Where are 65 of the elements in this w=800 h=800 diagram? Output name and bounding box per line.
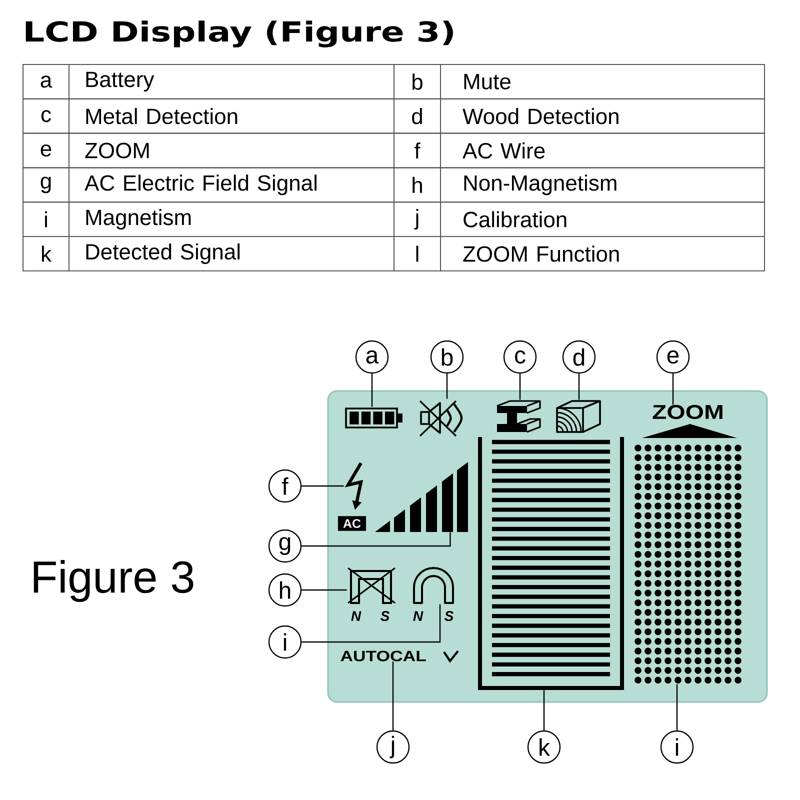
table-cell: f xyxy=(394,132,441,168)
table-cell: AC Electric Field Signal xyxy=(68,167,394,203)
battery-icon xyxy=(345,408,402,428)
callout-letter: j xyxy=(376,730,410,764)
table-cell: ZOOM xyxy=(68,132,394,168)
callout-letter: g xyxy=(268,529,302,563)
leader-line xyxy=(676,684,678,730)
table-cell: Metal Detection xyxy=(68,98,394,134)
indicator-text: AUTOCAL xyxy=(340,650,426,662)
callout-letter: a xyxy=(355,340,389,374)
table-cell: Mute xyxy=(440,64,765,100)
title: LCD Display (Figure 3) xyxy=(26,20,453,48)
table-cell: Detected Signal xyxy=(68,236,394,272)
table-cell: Magnetism xyxy=(68,202,394,237)
leader-line xyxy=(392,662,394,730)
signal-bars-icon xyxy=(375,462,468,532)
leader-line xyxy=(371,374,373,407)
indicator-badge: AC xyxy=(338,516,366,531)
callout-letter: c xyxy=(503,340,537,374)
magnet-icon xyxy=(413,567,454,604)
leader-line xyxy=(302,604,441,643)
table-cell: Calibration xyxy=(440,202,765,237)
table-cell: Non-Magnetism xyxy=(440,167,765,203)
table-cell: c xyxy=(22,98,70,134)
figure-label: Figure 3 xyxy=(34,560,194,602)
table-cell: d xyxy=(394,98,441,134)
table-cell: b xyxy=(394,64,441,100)
table-cell: AC Wire xyxy=(440,132,765,168)
table-cell: i xyxy=(22,202,70,237)
leader-line xyxy=(672,374,674,405)
table-cell: h xyxy=(394,167,441,203)
callout-letter: d xyxy=(562,340,596,374)
table-cell: k xyxy=(22,236,70,272)
pole-letter: N xyxy=(413,611,424,621)
callout-letter: k xyxy=(527,730,561,764)
table-cell: a xyxy=(22,64,70,100)
callout-letter: h xyxy=(268,573,302,607)
crossed-magnet-icon xyxy=(347,567,396,604)
leader-line xyxy=(446,374,448,399)
bar-graph-display xyxy=(478,437,624,690)
pole-letter: N xyxy=(351,611,362,621)
leader-line xyxy=(302,485,344,487)
table-cell: e xyxy=(22,132,70,168)
wood-block-icon xyxy=(556,400,601,433)
i-beam-icon xyxy=(496,400,541,433)
leader-line xyxy=(543,690,545,730)
callout-letter: i xyxy=(268,625,302,659)
table-cell: Battery xyxy=(68,64,394,100)
dot-matrix-display xyxy=(634,424,742,684)
indicator-text: ZOOM xyxy=(652,404,722,420)
callout-letter: e xyxy=(656,340,690,374)
leader-line xyxy=(302,532,451,547)
table-cell: Wood Detection xyxy=(440,98,765,134)
pole-letter: S xyxy=(380,611,390,621)
leader-line xyxy=(519,374,521,400)
table-cell: l xyxy=(394,236,441,272)
callout-letter: i xyxy=(660,730,694,764)
callout-letter: b xyxy=(430,340,464,374)
table-cell: j xyxy=(394,202,441,237)
table-cell: ZOOM Function xyxy=(440,236,765,272)
pole-letter: S xyxy=(444,611,454,621)
mute-icon xyxy=(419,400,463,437)
table-cell: g xyxy=(22,167,70,203)
leader-line xyxy=(578,374,580,400)
callout-letter: f xyxy=(268,469,302,503)
